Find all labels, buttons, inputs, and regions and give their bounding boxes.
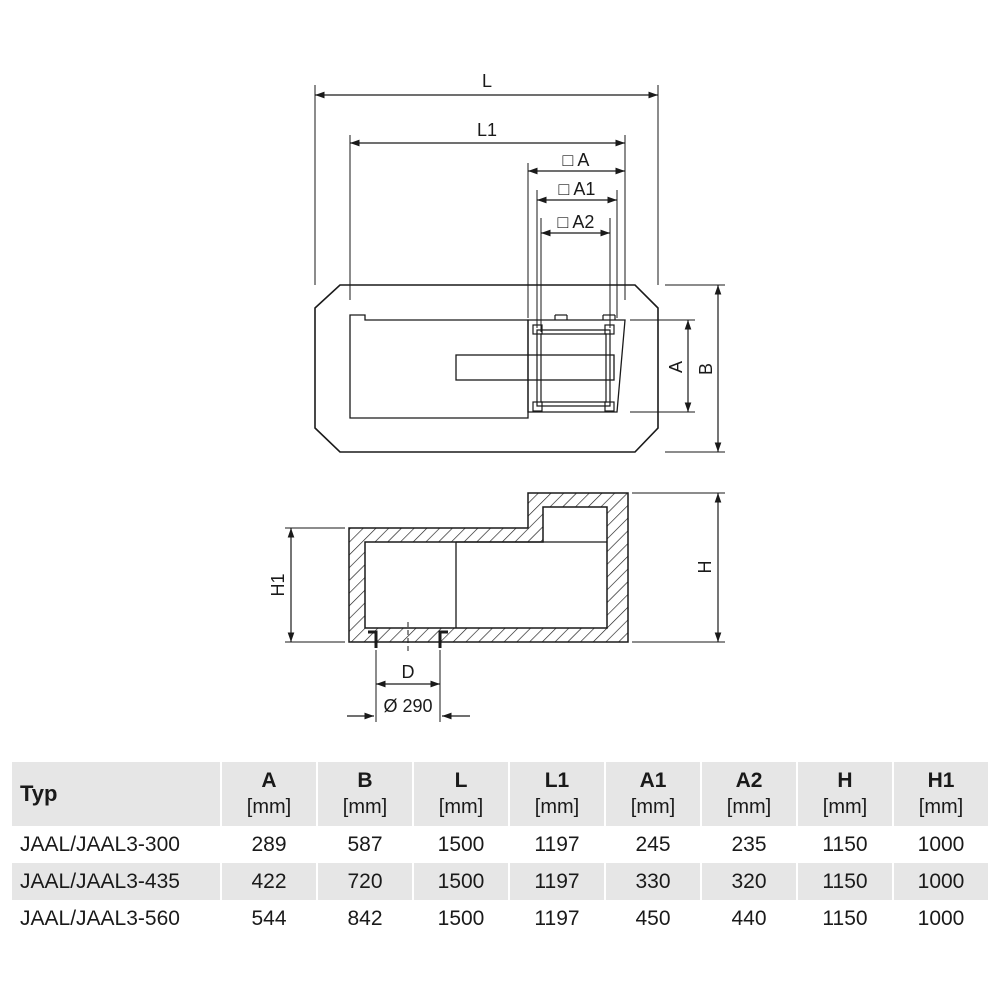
top-view-shaft xyxy=(527,319,626,413)
label-d: D xyxy=(402,662,415,682)
table-cell: 1500 xyxy=(437,906,485,930)
column-header-h: H[mm] xyxy=(798,762,892,826)
label-a-side: A xyxy=(666,361,686,373)
column-header-h1: H1[mm] xyxy=(894,762,988,826)
outlet-flange-right xyxy=(438,630,448,648)
table-cell: 544 xyxy=(251,906,287,930)
corner-bolt xyxy=(532,401,543,412)
top-view-outline xyxy=(314,284,659,453)
table-cell: 1197 xyxy=(510,863,604,900)
column-header-a2: A2[mm] xyxy=(702,762,796,826)
table-cell: 1000 xyxy=(894,863,988,900)
label-l: L xyxy=(482,71,492,91)
column-header-l: L[mm] xyxy=(414,762,508,826)
tank-wall-section xyxy=(348,492,629,643)
table-cell: 330 xyxy=(606,863,700,900)
table-cell: 1150 xyxy=(822,832,868,856)
label-diameter: Ø 290 xyxy=(383,696,432,716)
column-header-a1: A1[mm] xyxy=(606,762,700,826)
side-view: H1 H D Ø 290 xyxy=(268,492,725,722)
table-cell: 289 xyxy=(251,832,287,856)
table-row: JAAL/JAAL3-435 422 720 1500 1197 330 320… xyxy=(12,863,988,900)
table-cell: 1000 xyxy=(917,906,965,930)
label-a-top: □ A xyxy=(563,150,590,170)
top-view-tank xyxy=(349,314,529,419)
top-view-pipe xyxy=(455,354,615,381)
table-cell: 1000 xyxy=(917,832,965,856)
table-cell: 1500 xyxy=(437,832,485,856)
table-cell: 587 xyxy=(347,832,383,856)
table-cell: 720 xyxy=(318,863,412,900)
table-cell: 320 xyxy=(702,863,796,900)
column-header-a: A[mm] xyxy=(222,762,316,826)
column-header-typ: Typ xyxy=(12,762,220,826)
table-cell: 842 xyxy=(347,906,383,930)
top-view: L L1 □ A □ A1 □ A2 A B xyxy=(314,71,725,453)
table-cell: 1150 xyxy=(798,863,892,900)
table-cell: 1150 xyxy=(822,906,868,930)
label-h1: H1 xyxy=(268,573,288,596)
column-header-l1: L1[mm] xyxy=(510,762,604,826)
table-cell: 450 xyxy=(635,906,671,930)
corner-bolt xyxy=(604,401,615,412)
label-h: H xyxy=(695,561,715,574)
column-header-b: B[mm] xyxy=(318,762,412,826)
table-cell: 235 xyxy=(731,832,767,856)
table-cell: 1197 xyxy=(534,906,580,930)
table-cell: JAAL/JAAL3-435 xyxy=(12,863,220,900)
label-a2: □ A2 xyxy=(558,212,595,232)
table-cell: 1500 xyxy=(414,863,508,900)
label-b: B xyxy=(696,363,716,375)
table-cell: 1197 xyxy=(534,832,580,856)
label-l1: L1 xyxy=(477,120,497,140)
table-row: JAAL/JAAL3-300 289 587 1500 1197 245 235… xyxy=(12,826,988,863)
label-a1: □ A1 xyxy=(559,179,596,199)
technical-drawing: L L1 □ A □ A1 □ A2 A B H1 H D Ø 290 xyxy=(268,71,725,722)
table-cell: JAAL/JAAL3-560 xyxy=(20,906,180,930)
table-header-row: Typ A[mm] B[mm] L[mm] L1[mm] A1[mm] A2[m… xyxy=(12,762,988,826)
specification-table: Typ A[mm] B[mm] L[mm] L1[mm] A1[mm] A2[m… xyxy=(10,762,990,937)
table-cell: 245 xyxy=(635,832,671,856)
outlet-flange-left xyxy=(368,630,378,648)
table-cell: JAAL/JAAL3-300 xyxy=(20,832,180,856)
table-row: JAAL/JAAL3-560 544 842 1500 1197 450 440… xyxy=(12,900,988,937)
table-cell: 422 xyxy=(222,863,316,900)
table-cell: 440 xyxy=(731,906,767,930)
